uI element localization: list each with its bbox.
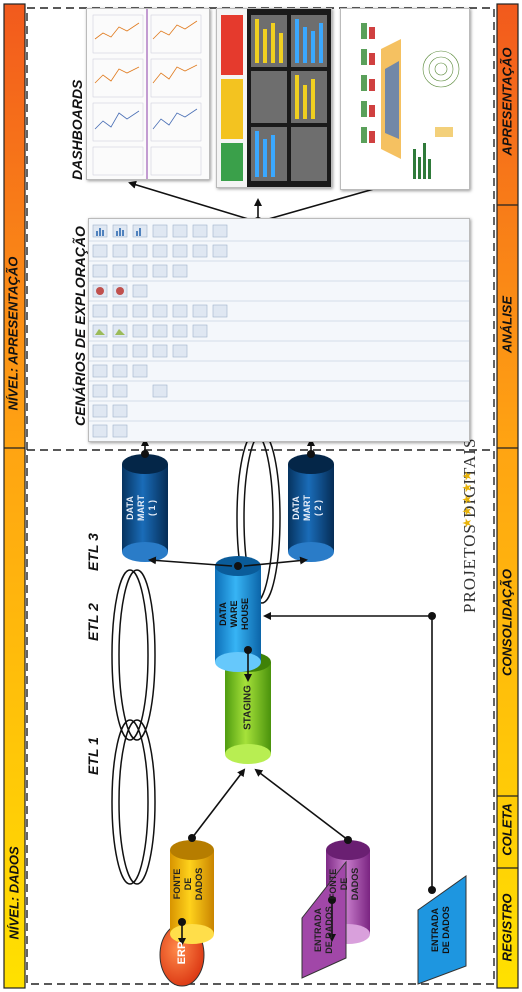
fonte-dados-1-label: FONTE DE DADOS bbox=[172, 867, 204, 901]
stage-registro-label: REGISTRO bbox=[499, 893, 515, 962]
dashboard-3-graphic bbox=[341, 9, 469, 189]
cyl-navy-2 bbox=[288, 454, 334, 562]
etl2-label: ETL 2 bbox=[85, 603, 101, 641]
entrada-dados-2-label: ENTRADA DE DADOS bbox=[430, 906, 451, 954]
stage-apresentacao-label: APRESENTAÇÃO bbox=[499, 47, 515, 156]
level-dados-label: NÍVEL: DADOS bbox=[6, 846, 22, 940]
staging-label: STAGING bbox=[242, 685, 254, 730]
erp-label: ERP bbox=[176, 941, 188, 965]
etl3-label: ETL 3 bbox=[85, 533, 101, 571]
level-apresentacao-label: NÍVEL: APRESENTAÇÃO bbox=[5, 256, 21, 411]
dashboard-2-graphic bbox=[217, 9, 331, 187]
cyl-navy-1 bbox=[122, 454, 168, 562]
stage-analise-label: ANÁLISE bbox=[499, 295, 515, 354]
dashboard-thumbnail-3 bbox=[340, 8, 470, 190]
etl1-label: ETL 1 bbox=[85, 737, 101, 775]
stage-coleta-label: COLETA bbox=[499, 803, 515, 856]
cyl-yellow bbox=[170, 840, 214, 944]
chart-gallery-thumbnails bbox=[89, 219, 469, 441]
dashboard-thumbnail-2 bbox=[216, 8, 332, 188]
data-warehouse-label: DATA WARE HOUSE bbox=[218, 598, 250, 631]
cenarios-title: CENÁRIOS DE EXPLORAÇÃO bbox=[72, 226, 88, 426]
brand-stars: ★★★★★ bbox=[460, 469, 474, 529]
chart-type-gallery bbox=[88, 218, 470, 442]
data-mart-1-label: DATA MART ( 1 ) bbox=[125, 495, 157, 521]
stage-consolidacao-label: CONSOLIDAÇÃO bbox=[499, 569, 515, 676]
data-mart-2-label: DATA MART ( 2 ) bbox=[291, 495, 323, 521]
dashboards-title: DASHBOARDS bbox=[69, 79, 85, 180]
dashboard-thumbnail-1 bbox=[86, 8, 210, 180]
dashboard-1-graphic bbox=[87, 9, 209, 179]
entrada-dados-1-label: ENTRADA DE DADOS bbox=[313, 906, 334, 954]
